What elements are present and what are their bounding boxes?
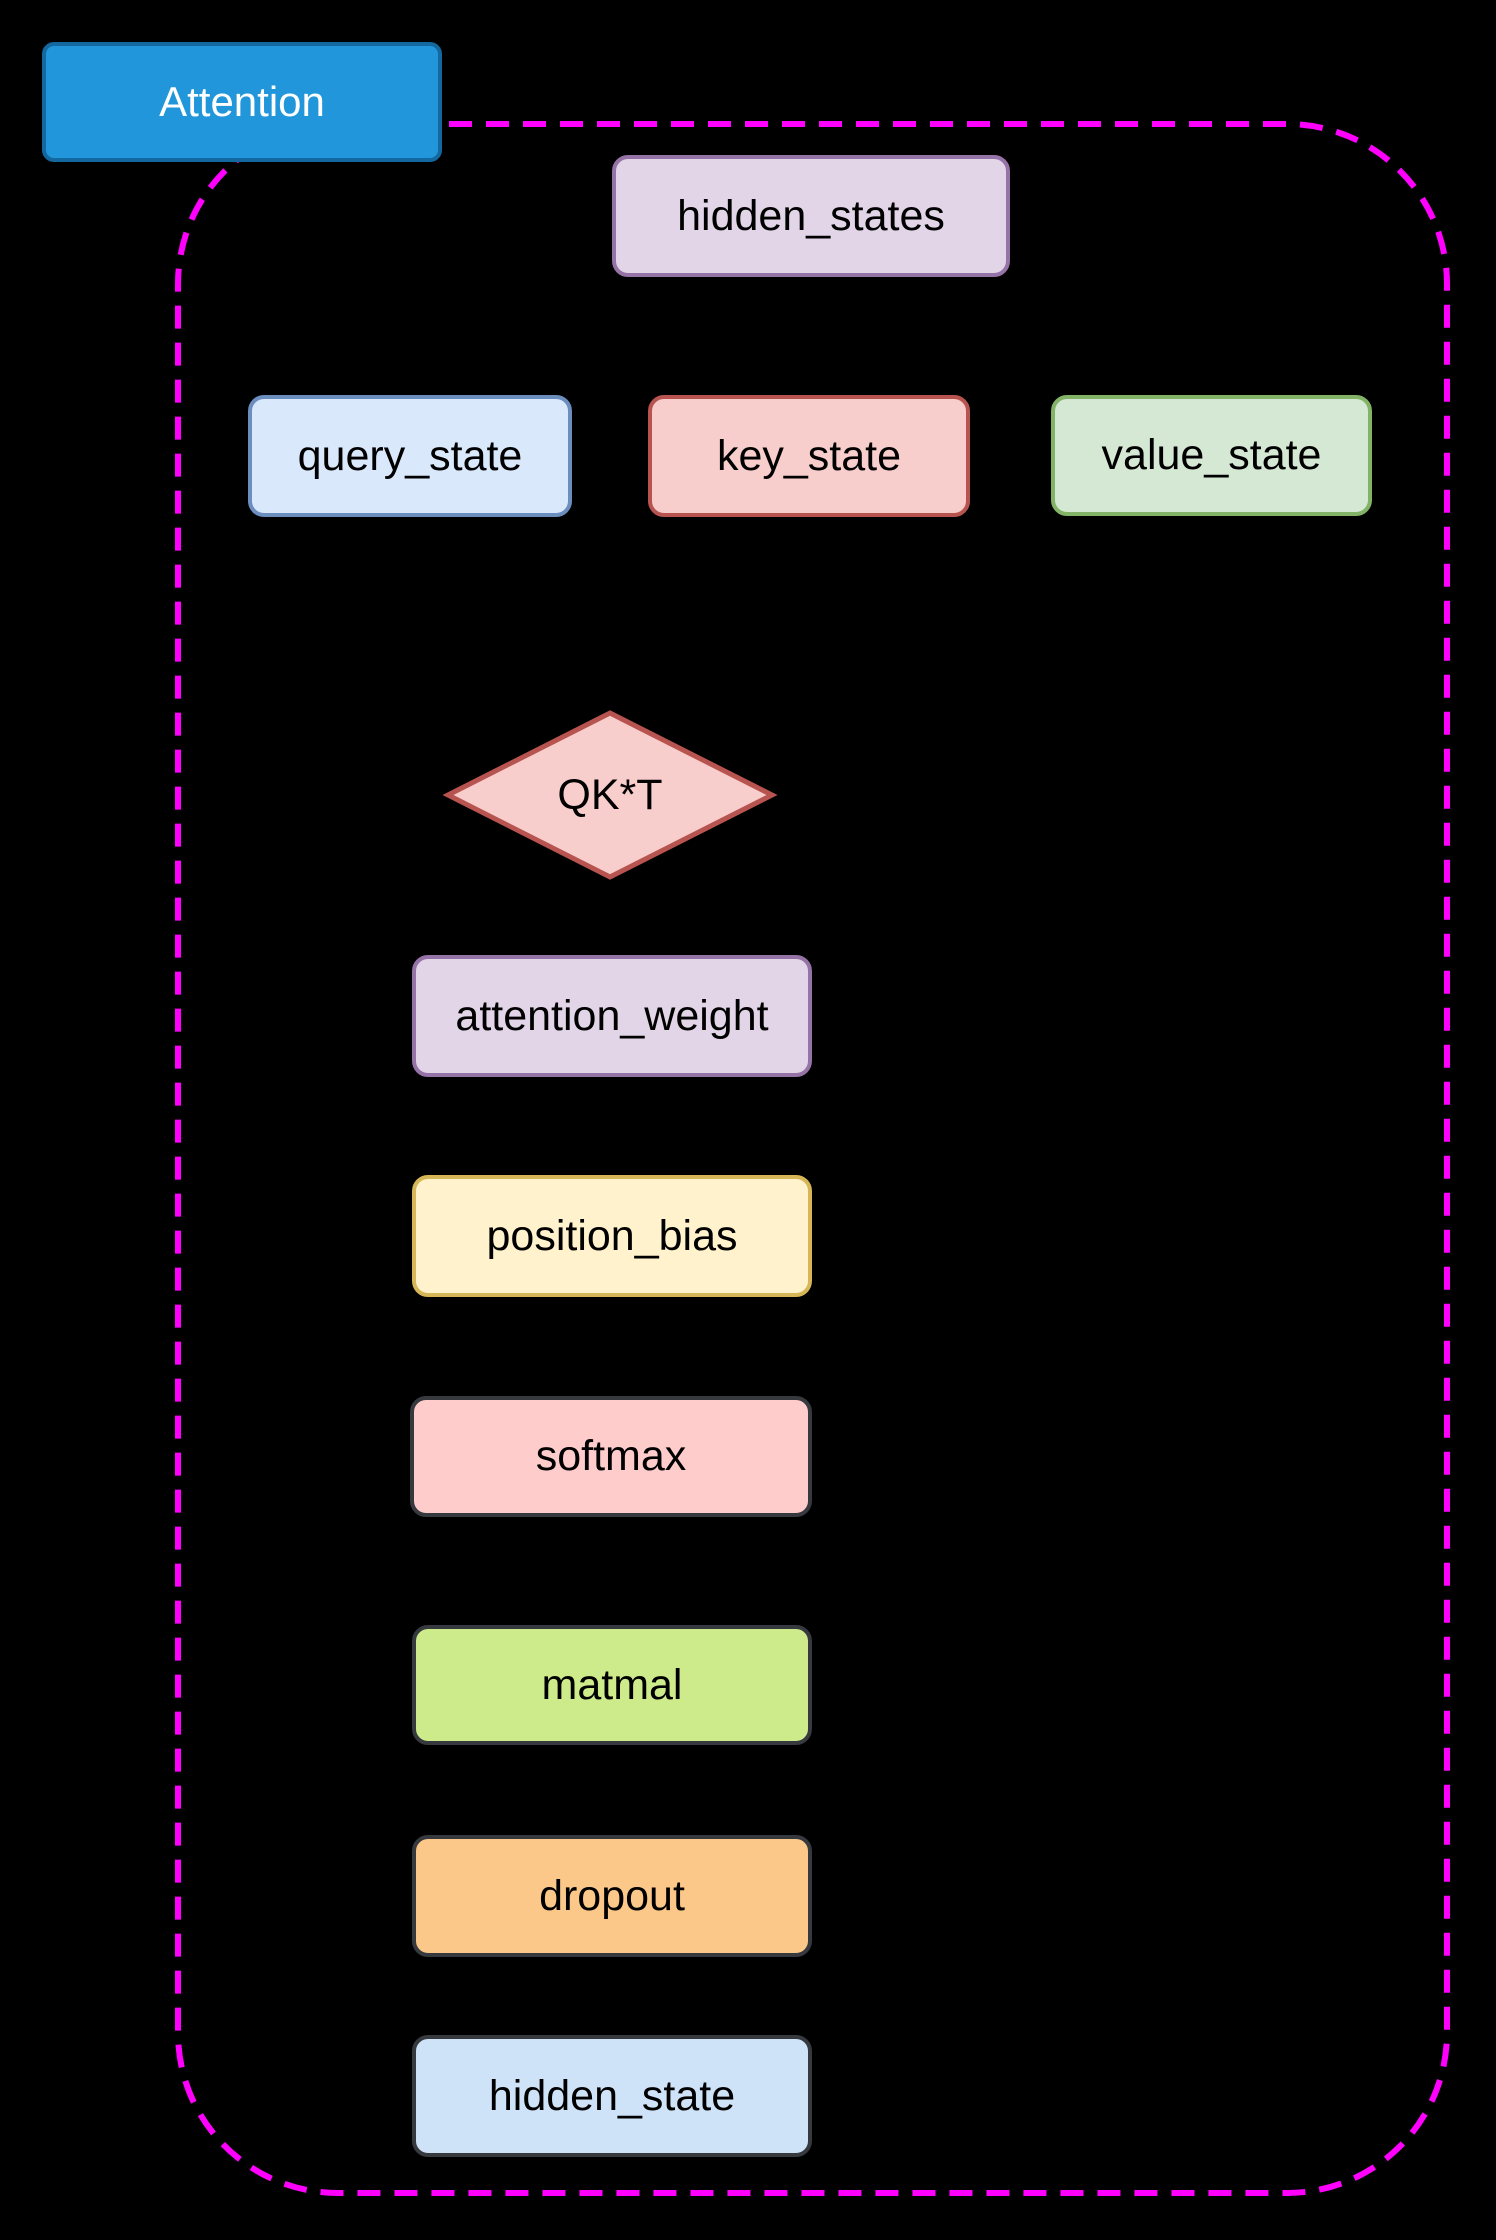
node-attention-weight-label: attention_weight bbox=[455, 991, 769, 1040]
node-position-bias-label: position_bias bbox=[486, 1211, 738, 1260]
node-matmal: matmal bbox=[412, 1625, 812, 1745]
node-dropout-label: dropout bbox=[539, 1871, 685, 1920]
qkt-diamond-shape bbox=[442, 710, 778, 880]
node-value-state-label: value_state bbox=[1101, 431, 1322, 479]
node-dropout: dropout bbox=[412, 1835, 812, 1957]
node-matmal-label: matmal bbox=[541, 1660, 683, 1709]
node-query-state-label: query_state bbox=[297, 431, 523, 480]
node-softmax: softmax bbox=[410, 1396, 812, 1517]
node-attention-weight: attention_weight bbox=[412, 955, 812, 1077]
node-key-state: key_state bbox=[648, 395, 970, 517]
node-position-bias: position_bias bbox=[412, 1175, 812, 1297]
attention-module-boundary bbox=[175, 121, 1450, 2196]
node-key-state-label: key_state bbox=[716, 431, 902, 480]
node-qkt: QK*T bbox=[448, 713, 772, 877]
node-hidden-states-label: hidden_states bbox=[677, 191, 945, 240]
node-hidden-states: hidden_states bbox=[612, 155, 1010, 277]
node-value-state: value_state bbox=[1051, 395, 1372, 516]
node-hidden-state: hidden_state bbox=[412, 2035, 812, 2157]
attention-title-node: Attention bbox=[42, 42, 442, 162]
node-qkt-label: QK*T bbox=[557, 770, 663, 819]
node-hidden-state-label: hidden_state bbox=[488, 2071, 736, 2120]
attention-title-label: Attention bbox=[159, 78, 325, 125]
node-softmax-label: softmax bbox=[535, 1432, 687, 1480]
node-query-state: query_state bbox=[248, 395, 572, 517]
